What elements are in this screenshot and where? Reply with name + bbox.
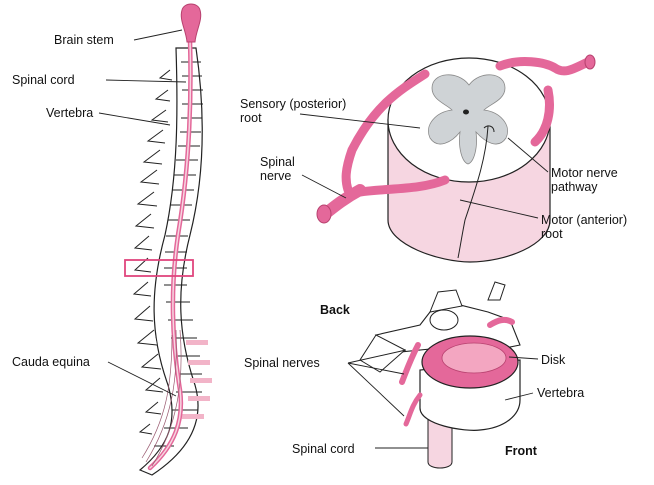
label-spinal-nerves: Spinal nerves — [244, 356, 320, 370]
label-spinal-cord-left: Spinal cord — [12, 73, 75, 87]
dorsal-nerve-cut-end — [585, 55, 595, 69]
brain-stem — [181, 4, 200, 42]
label-sensory-root-line1: Sensory (posterior) — [240, 97, 346, 111]
label-motor-pathway-line2: pathway — [551, 180, 598, 194]
label-back: Back — [320, 303, 350, 317]
label-brain-stem: Brain stem — [54, 33, 114, 47]
label-disk: Disk — [541, 353, 565, 367]
label-cauda-equina: Cauda equina — [12, 355, 90, 369]
cord-top-bottom-section — [430, 310, 458, 330]
label-front: Front — [505, 444, 537, 458]
spinal-nerve-bottom-left-2 — [406, 395, 420, 424]
transverse-process-right — [488, 282, 505, 300]
label-spinal-nerve-line1: Spinal — [260, 155, 295, 169]
label-motor-root-line2: root — [541, 227, 563, 241]
label-spinal-nerve-line2: nerve — [260, 169, 291, 183]
vertebra-disk-section — [360, 282, 520, 468]
label-motor-root-line1: Motor (anterior) — [541, 213, 627, 227]
label-vertebra-left: Vertebra — [46, 106, 93, 120]
spine-column — [125, 4, 212, 475]
label-spinal-cord-bottom: Spinal cord — [292, 442, 355, 456]
label-sensory-root-line2: root — [240, 111, 262, 125]
label-vertebra-right: Vertebra — [537, 386, 584, 400]
spinal-nerve-cut-end — [317, 205, 331, 223]
disk-inner — [442, 343, 506, 373]
label-motor-pathway-line1: Motor nerve — [551, 166, 618, 180]
central-canal — [463, 110, 469, 115]
